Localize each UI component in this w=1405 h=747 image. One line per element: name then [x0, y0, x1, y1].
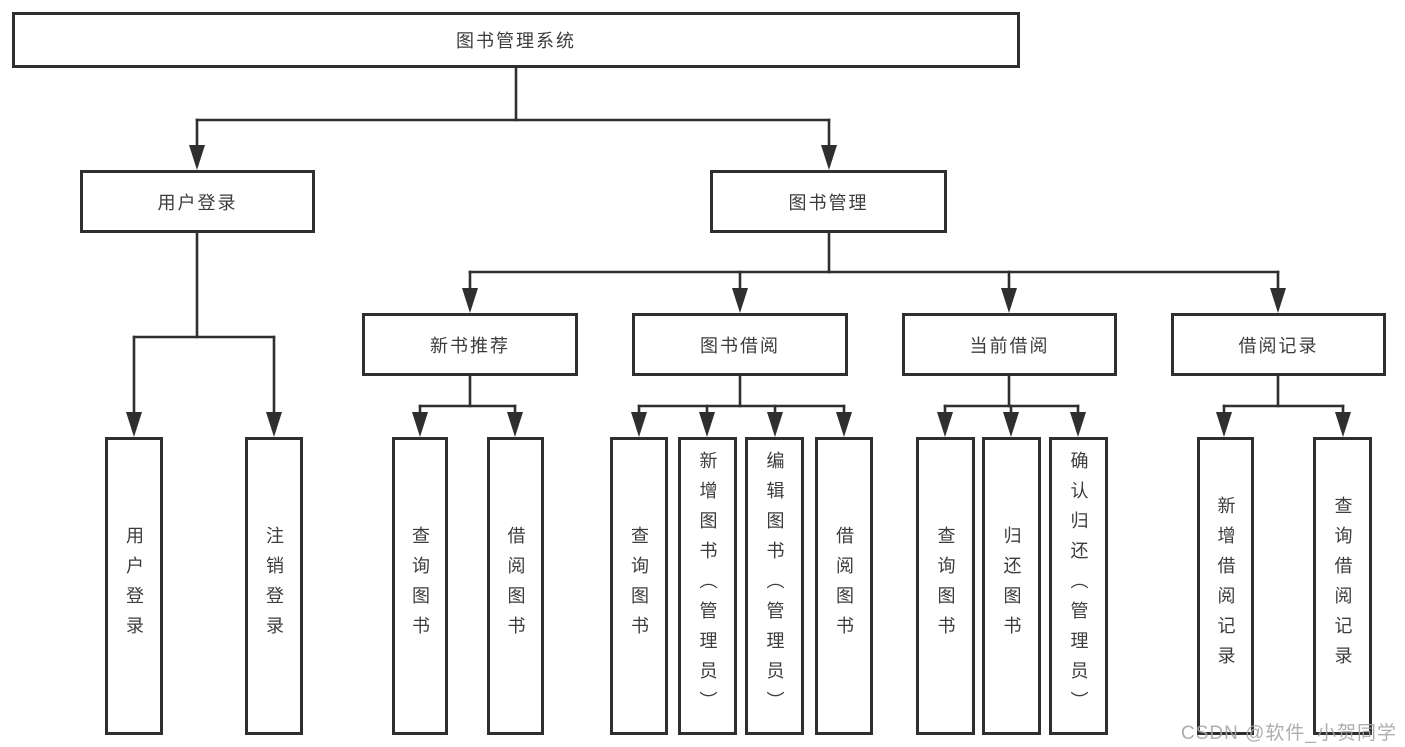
leaf-add-borrow-record: 新增借阅记录	[1197, 437, 1254, 735]
leaf-borrow-book: 借阅图书	[815, 437, 873, 735]
leaf-confirm-return-admin-label: 确认归还（管理员）	[1068, 451, 1089, 721]
node-book-borrow-label: 图书借阅	[700, 335, 780, 356]
leaf-query-book-recommend: 查询图书	[392, 437, 448, 735]
arrowheads	[126, 145, 1351, 437]
leaf-query-borrow-record-label: 查询借阅记录	[1332, 496, 1353, 676]
leaf-user-login-label: 用户登录	[124, 526, 144, 646]
leaf-borrow-book-label: 借阅图书	[834, 526, 854, 646]
leaf-user-login: 用户登录	[105, 437, 163, 735]
node-book-borrow: 图书借阅	[632, 313, 848, 376]
leaf-logout: 注销登录	[245, 437, 303, 735]
node-book-management: 图书管理	[710, 170, 947, 233]
leaf-query-book-current-label: 查询图书	[935, 526, 956, 646]
leaf-return-book-label: 归还图书	[1001, 526, 1022, 646]
node-current-borrow-label: 当前借阅	[969, 335, 1050, 356]
leaf-query-book-recommend-label: 查询图书	[410, 526, 430, 646]
leaf-borrow-book-recommend: 借阅图书	[487, 437, 544, 735]
leaf-edit-book-admin-label: 编辑图书（管理员）	[764, 451, 785, 721]
leaf-query-book-borrow: 查询图书	[610, 437, 668, 735]
node-new-book-recommend-label: 新书推荐	[430, 335, 510, 356]
leaf-confirm-return-admin: 确认归还（管理员）	[1049, 437, 1108, 735]
leaf-query-borrow-record: 查询借阅记录	[1313, 437, 1372, 735]
csdn-watermark: CSDN @软件_小贺同学	[1181, 723, 1397, 744]
node-borrow-records-label: 借阅记录	[1238, 335, 1319, 356]
leaf-add-borrow-record-label: 新增借阅记录	[1215, 496, 1236, 676]
node-user-login: 用户登录	[80, 170, 315, 233]
node-new-book-recommend: 新书推荐	[362, 313, 578, 376]
leaf-query-book-borrow-label: 查询图书	[629, 526, 649, 646]
leaf-borrow-book-recommend-label: 借阅图书	[505, 526, 526, 646]
leaf-query-book-current: 查询图书	[916, 437, 975, 735]
node-user-login-label: 用户登录	[157, 192, 238, 213]
leaf-return-book: 归还图书	[982, 437, 1041, 735]
node-root: 图书管理系统	[12, 12, 1020, 68]
node-book-management-label: 图书管理	[788, 192, 869, 213]
leaf-edit-book-admin: 编辑图书（管理员）	[745, 437, 804, 735]
leaf-add-book-admin: 新增图书（管理员）	[678, 437, 737, 735]
leaf-logout-label: 注销登录	[264, 526, 284, 646]
node-borrow-records: 借阅记录	[1171, 313, 1386, 376]
node-root-label: 图书管理系统	[456, 31, 576, 51]
leaf-add-book-admin-label: 新增图书（管理员）	[697, 451, 718, 721]
node-current-borrow: 当前借阅	[902, 313, 1117, 376]
